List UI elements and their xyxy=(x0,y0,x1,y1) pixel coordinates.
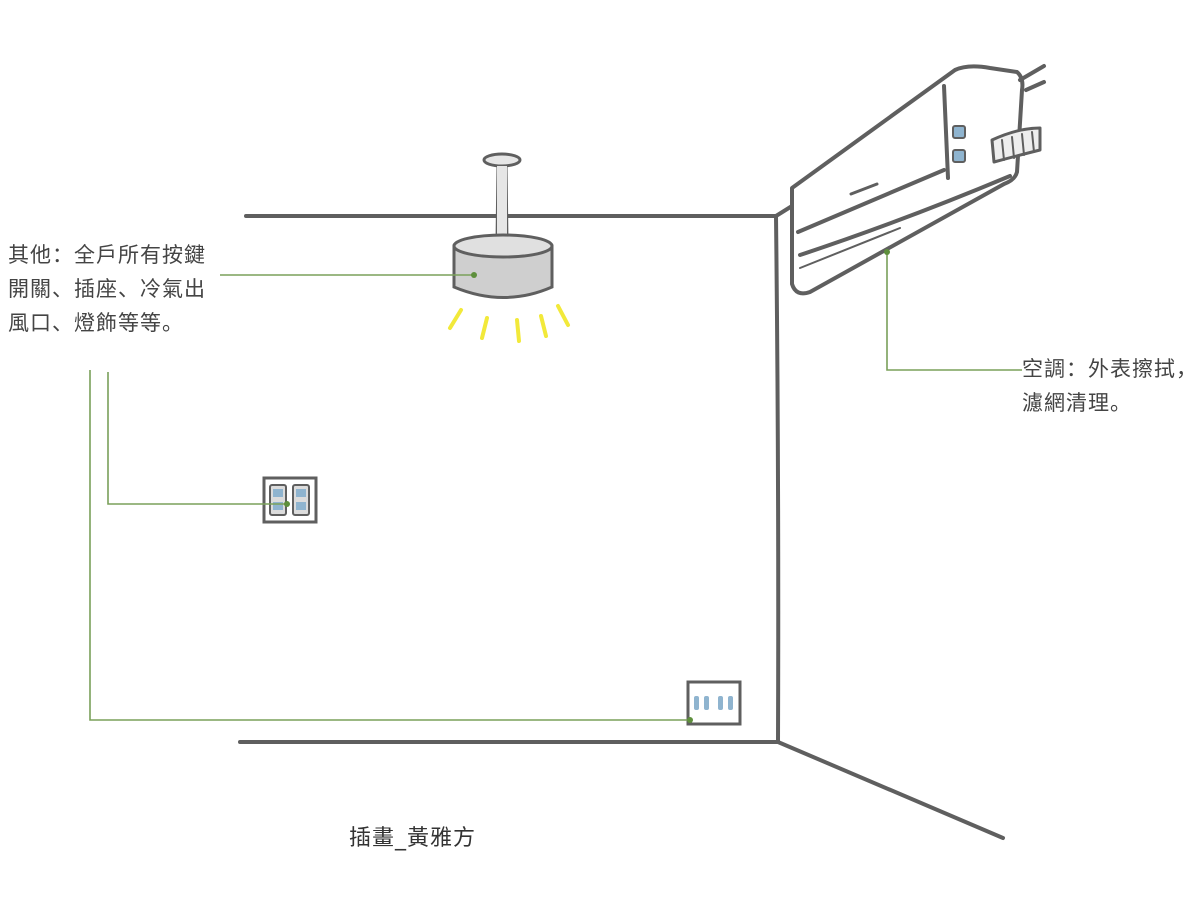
room-outline xyxy=(238,204,1005,840)
leader-lines xyxy=(89,250,1022,721)
light-rays xyxy=(448,304,570,343)
wall-corner-line xyxy=(774,214,781,744)
callout-air-conditioner: 空調：外表擦拭， 濾網清理。 xyxy=(1022,352,1198,420)
power-outlet-icon xyxy=(686,680,742,726)
callout-other-line-3: 風口、燈飾等等。 xyxy=(8,311,184,335)
illustration-credit: 插畫_黃雅方 xyxy=(349,826,477,851)
callout-ac-line-2: 濾網清理。 xyxy=(1022,391,1132,415)
callout-other-fixtures: 其他：全戶所有按鍵 開關、插座、冷氣出 風口、燈飾等等。 xyxy=(8,238,206,340)
floor-diagonal-line xyxy=(776,740,1005,840)
ceiling-right-line xyxy=(774,204,794,218)
light-switch-icon xyxy=(262,476,318,524)
leader-ac xyxy=(886,250,1022,371)
leader-dots xyxy=(284,249,890,723)
ceiling-lamp-icon xyxy=(448,152,570,343)
air-conditioner-icon xyxy=(790,64,1046,296)
callout-other-line-2: 開關、插座、冷氣出 xyxy=(8,277,206,301)
callout-ac-line-1: 空調：外表擦拭， xyxy=(1022,357,1198,381)
leader-outlet xyxy=(89,370,690,721)
leader-switch xyxy=(107,372,287,505)
callout-other-line-1: 其他：全戶所有按鍵 xyxy=(8,243,206,267)
